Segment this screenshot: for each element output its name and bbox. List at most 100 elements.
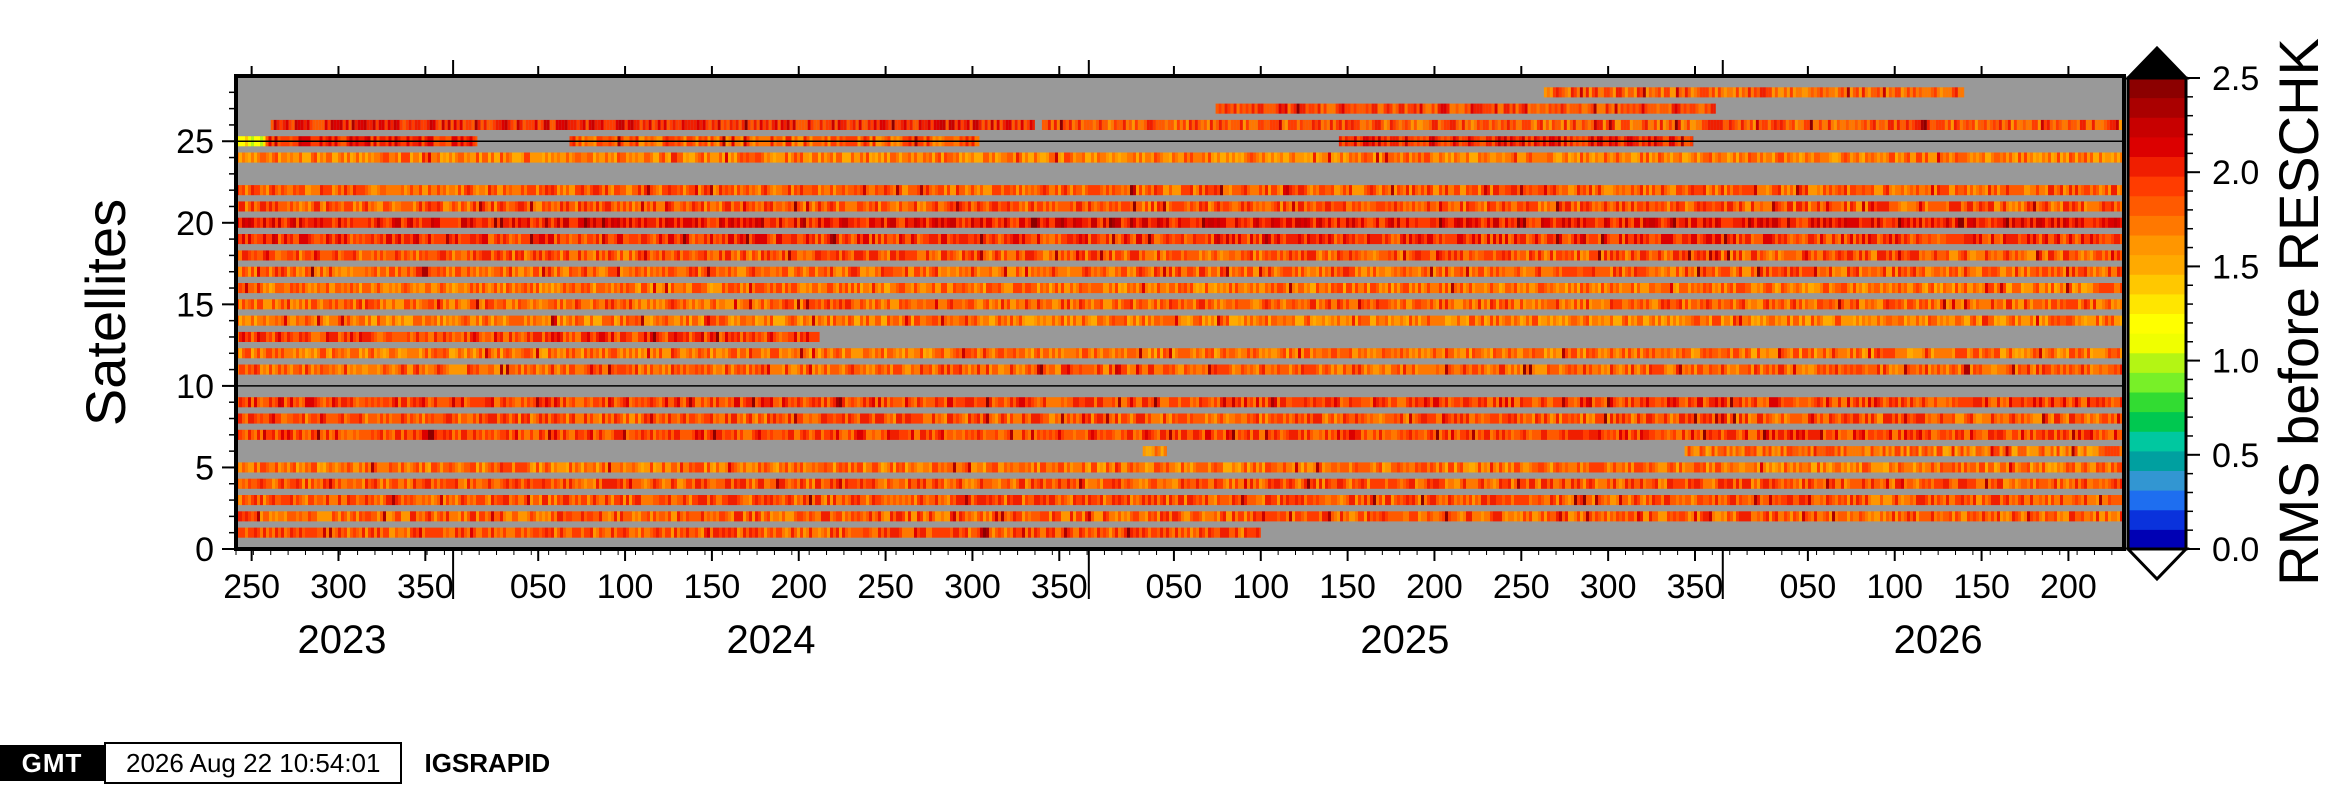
data-cell-sat-9 [1172, 397, 1175, 408]
data-cell-sat-9 [437, 397, 440, 408]
data-cell-sat-8 [959, 413, 962, 424]
data-cell-sat-7 [437, 429, 440, 440]
data-cell-sat-2 [779, 511, 782, 522]
data-cell-sat-9 [1526, 397, 1529, 408]
data-cell-sat-9 [608, 397, 611, 408]
data-cell-sat-4 [1829, 478, 1832, 489]
data-cell-sat-4 [1412, 478, 1415, 489]
data-cell-sat-1 [431, 527, 434, 538]
data-cell-sat-9 [2111, 397, 2114, 408]
data-cell-sat-9 [1871, 397, 1874, 408]
data-cell-sat-4 [1529, 478, 1532, 489]
data-cell-sat-1 [809, 527, 812, 538]
data-cell-sat-5 [479, 462, 482, 473]
data-cell-sat-5 [332, 462, 335, 473]
data-cell-sat-3 [746, 495, 749, 506]
data-cell-sat-4 [830, 478, 833, 489]
data-cell-sat-7 [470, 429, 473, 440]
data-cell-sat-3 [2063, 495, 2066, 506]
data-cell-sat-2 [1634, 511, 1637, 522]
data-cell-sat-4 [1616, 478, 1619, 489]
data-cell-sat-9 [602, 397, 605, 408]
data-cell-sat-3 [866, 495, 869, 506]
data-cell-sat-8 [1394, 413, 1397, 424]
data-cell-sat-4 [1004, 478, 1007, 489]
data-cell-sat-8 [977, 413, 980, 424]
data-cell-sat-2 [1835, 511, 1838, 522]
data-cell-sat-2 [530, 511, 533, 522]
data-cell-sat-4 [611, 478, 614, 489]
data-cell-sat-8 [1085, 413, 1088, 424]
data-cell-sat-4 [686, 478, 689, 489]
data-cell-sat-1 [323, 527, 326, 538]
data-cell-sat-9 [848, 397, 851, 408]
data-cell-sat-2 [407, 511, 410, 522]
data-cell-sat-8 [1184, 413, 1187, 424]
data-cell-sat-1 [503, 527, 506, 538]
data-cell-sat-11 [287, 364, 290, 375]
data-cell-sat-3 [1868, 495, 1871, 506]
data-cell-sat-1 [1214, 527, 1217, 538]
data-cell-sat-7 [1037, 429, 1040, 440]
data-cell-sat-3 [944, 495, 947, 506]
data-cell-sat-4 [1658, 478, 1661, 489]
data-cell-sat-4 [1730, 478, 1733, 489]
data-cell-sat-2 [476, 511, 479, 522]
data-cell-sat-9 [1883, 397, 1886, 408]
data-cell-sat-2 [2114, 511, 2117, 522]
data-cell-sat-7 [452, 429, 455, 440]
data-cell-sat-2 [1421, 511, 1424, 522]
data-cell-sat-1 [911, 527, 914, 538]
data-cell-sat-4 [1271, 478, 1274, 489]
data-cell-sat-9 [314, 397, 317, 408]
data-cell-sat-9 [506, 397, 509, 408]
data-cell-sat-7 [1160, 429, 1163, 440]
data-cell-sat-3 [449, 495, 452, 506]
data-cell-sat-8 [1925, 413, 1928, 424]
data-cell-sat-6 [1978, 446, 1982, 457]
data-cell-sat-9 [581, 397, 584, 408]
data-cell-sat-5 [1838, 462, 1841, 473]
data-cell-sat-2 [314, 511, 317, 522]
data-cell-sat-5 [1286, 462, 1289, 473]
data-cell-sat-3 [2030, 495, 2033, 506]
data-cell-sat-5 [329, 462, 332, 473]
data-cell-sat-3 [1250, 495, 1253, 506]
data-cell-sat-4 [2108, 478, 2111, 489]
data-cell-sat-9 [803, 397, 806, 408]
data-cell-sat-3 [1190, 495, 1193, 506]
data-cell-sat-8 [1763, 413, 1766, 424]
data-cell-sat-8 [947, 413, 950, 424]
data-cell-sat-4 [1670, 478, 1673, 489]
data-cell-sat-3 [764, 495, 767, 506]
data-cell-sat-5 [257, 462, 260, 473]
data-cell-sat-9 [1364, 397, 1367, 408]
data-cell-sat-3 [1517, 495, 1520, 506]
data-cell-sat-5 [953, 462, 956, 473]
data-cell-sat-7 [1727, 429, 1730, 440]
data-cell-sat-8 [668, 413, 671, 424]
data-cell-sat-11 [473, 364, 476, 375]
data-cell-sat-9 [380, 397, 383, 408]
data-cell-sat-3 [1880, 495, 1883, 506]
data-cell-sat-5 [467, 462, 470, 473]
data-cell-sat-2 [905, 511, 908, 522]
data-cell-sat-2 [2075, 511, 2078, 522]
data-cell-sat-9 [1433, 397, 1436, 408]
data-cell-sat-3 [503, 495, 506, 506]
data-cell-sat-8 [713, 413, 716, 424]
data-cell-sat-3 [803, 495, 806, 506]
data-cell-sat-5 [1274, 462, 1277, 473]
data-cell-sat-7 [1589, 429, 1592, 440]
data-cell-sat-1 [521, 527, 524, 538]
data-cell-sat-8 [260, 413, 263, 424]
data-cell-sat-1 [1220, 527, 1223, 538]
data-cell-sat-5 [1121, 462, 1124, 473]
data-cell-sat-9 [2087, 397, 2090, 408]
data-cell-sat-9 [395, 397, 398, 408]
data-cell-sat-4 [782, 478, 785, 489]
data-cell-sat-5 [2054, 462, 2057, 473]
data-cell-sat-4 [1067, 478, 1070, 489]
data-cell-sat-7 [1547, 429, 1550, 440]
data-cell-sat-7 [1154, 429, 1157, 440]
